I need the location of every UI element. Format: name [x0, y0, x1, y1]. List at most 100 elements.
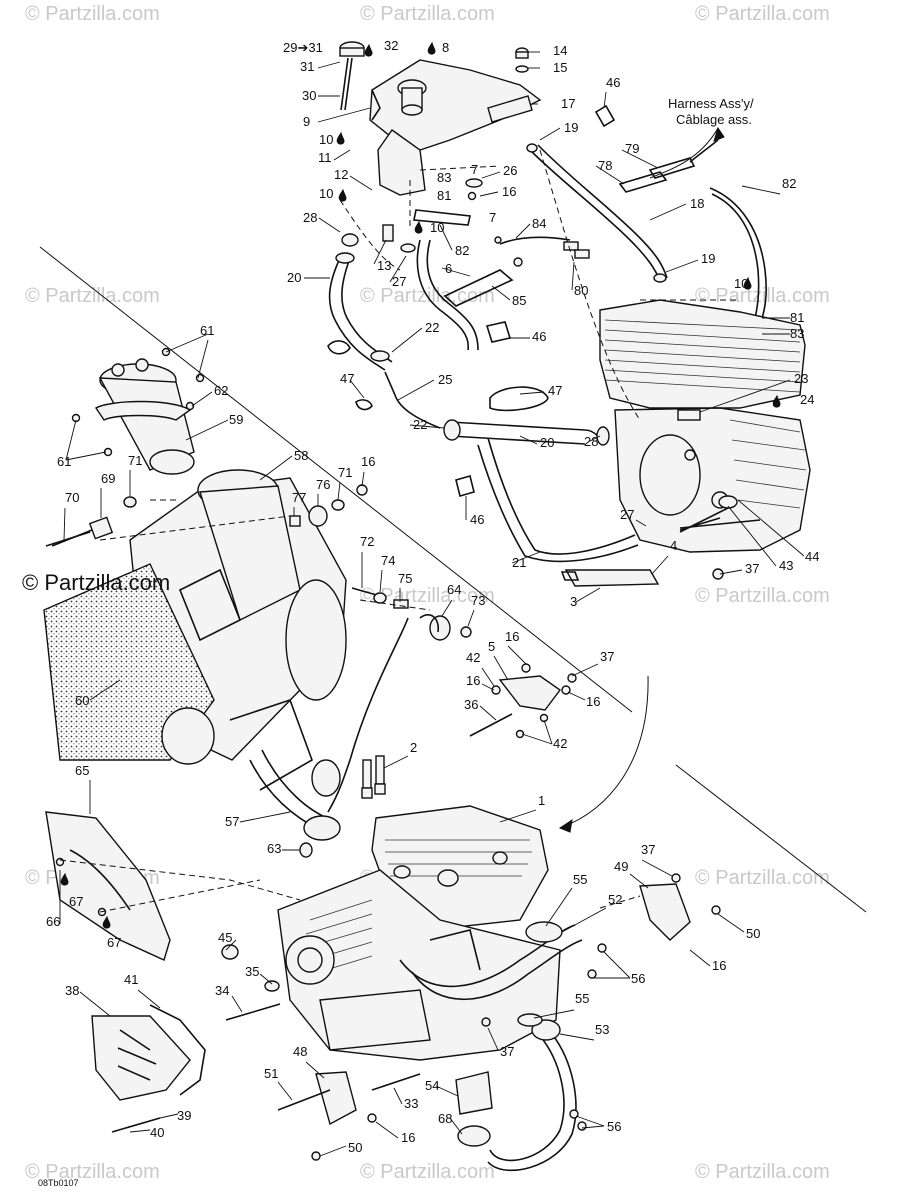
callout-c-26: 26	[503, 163, 517, 178]
tail-pipe	[95, 358, 195, 475]
callout-c-35: 35	[245, 964, 259, 979]
harness-label-en: Harness Ass'y/	[668, 96, 754, 111]
callout-c-61b: 61	[57, 454, 71, 469]
callout-c-55a: 55	[573, 872, 587, 887]
watermark: © Partzilla.com	[695, 585, 830, 607]
callout-c-79: 79	[625, 141, 639, 156]
callout-c-33: 33	[404, 1096, 418, 1111]
callout-c-20b: 20	[540, 435, 554, 450]
callout-c-77: 77	[292, 490, 306, 505]
callout-c-59: 59	[229, 412, 243, 427]
callout-c-57: 57	[225, 814, 239, 829]
callout-c-85: 85	[512, 293, 526, 308]
callout-c-61a: 61	[200, 323, 214, 338]
callout-c-25: 25	[438, 372, 452, 387]
callout-c-48: 48	[293, 1044, 307, 1059]
callout-c-10c: 10	[430, 220, 444, 235]
callout-c-67b: 67	[107, 935, 121, 950]
callout-c-71a: 71	[128, 453, 142, 468]
callout-c-82a: 82	[782, 176, 796, 191]
callout-c-10a: 10	[319, 132, 333, 147]
callout-c-10b: 10	[319, 186, 333, 201]
callout-c-42b: 42	[553, 736, 567, 751]
callout-c-38: 38	[65, 983, 79, 998]
callout-c-21: 21	[512, 555, 526, 570]
callout-c-11: 11	[318, 150, 332, 165]
oil-drop-icon	[364, 43, 373, 57]
heat-shield	[43, 563, 215, 765]
callout-c-22a: 22	[425, 320, 439, 335]
callout-c-46c: 46	[470, 512, 484, 527]
callout-c-80: 80	[574, 283, 588, 298]
callout-c-14: 14	[553, 43, 567, 58]
callout-c-81a: 81	[437, 188, 451, 203]
callout-c-16b: 16	[361, 454, 375, 469]
callout-c-31: 31	[300, 59, 314, 74]
callout-c-54: 54	[425, 1078, 439, 1093]
callout-c-30: 30	[302, 88, 316, 103]
leaders	[59, 51, 805, 1157]
callout-c-24: 24	[800, 392, 814, 407]
callout-c-69: 69	[101, 471, 115, 486]
oil-hoses	[328, 144, 767, 563]
callout-c-3: 3	[570, 594, 577, 609]
callout-c-4: 4	[670, 538, 677, 553]
callout-c-50a: 50	[746, 926, 760, 941]
callout-c-66: 66	[46, 914, 60, 929]
callout-c-2: 2	[410, 740, 417, 755]
callout-c-56b: 56	[607, 1119, 621, 1134]
callout-c-32: 32	[384, 38, 398, 53]
callout-c-17: 17	[561, 96, 575, 111]
brand-mark: © Partzilla.com	[22, 570, 170, 595]
callout-c-37c: 37	[641, 842, 655, 857]
oil-drop-icon	[772, 394, 781, 408]
callout-c-6: 6	[445, 261, 452, 276]
callout-c-73: 73	[471, 593, 485, 608]
callout-c-43: 43	[779, 558, 793, 573]
callout-c-75: 75	[398, 571, 412, 586]
callout-c-19b: 19	[701, 251, 715, 266]
oil-drop-icon	[336, 131, 345, 145]
watermark: © Partzilla.com	[25, 1161, 160, 1183]
callout-c-10d: 10	[734, 276, 748, 291]
brackets	[327, 104, 616, 497]
oil-drop-icon	[427, 41, 436, 55]
callout-c-60: 60	[75, 693, 89, 708]
callout-c-50b: 50	[348, 1140, 362, 1155]
callout-c-7a: 7	[471, 162, 478, 177]
callout-c-7b: 7	[489, 210, 496, 225]
watermark: © Partzilla.com	[695, 3, 830, 25]
callout-c-51: 51	[264, 1066, 278, 1081]
callout-c-18: 18	[690, 196, 704, 211]
callout-c-63: 63	[267, 841, 281, 856]
engine-block	[539, 149, 811, 587]
callout-c-81b: 81	[790, 310, 804, 325]
spark-plugs	[361, 755, 386, 799]
callout-c-83a: 83	[437, 170, 451, 185]
callout-c-12: 12	[334, 167, 348, 182]
fittings	[335, 143, 667, 536]
callout-c-42a: 42	[466, 650, 480, 665]
callout-c-45: 45	[218, 930, 232, 945]
callout-c-16d: 16	[466, 673, 480, 688]
callout-c-53: 53	[595, 1022, 609, 1037]
oil-drop-icon	[60, 872, 69, 886]
oil-drop-icon	[743, 276, 752, 290]
callout-c-74: 74	[381, 553, 395, 568]
callout-c-20a: 20	[287, 270, 301, 285]
callout-c-78: 78	[598, 158, 612, 173]
callout-c-27b: 27	[620, 507, 634, 522]
callout-c-44: 44	[805, 549, 819, 564]
callout-c-19a: 19	[564, 120, 578, 135]
callout-c-49: 49	[614, 859, 628, 874]
callout-c-29-31: 29➔31	[283, 40, 323, 55]
callout-c-16g: 16	[401, 1130, 415, 1145]
callout-c-67a: 67	[69, 894, 83, 909]
watermark: © Partzilla.com	[360, 3, 495, 25]
section-lines	[39, 246, 867, 913]
callout-c-47b: 47	[548, 383, 562, 398]
callout-c-72: 72	[360, 534, 374, 549]
cylinder-head	[371, 805, 549, 931]
oil-drop-icons	[60, 41, 781, 929]
